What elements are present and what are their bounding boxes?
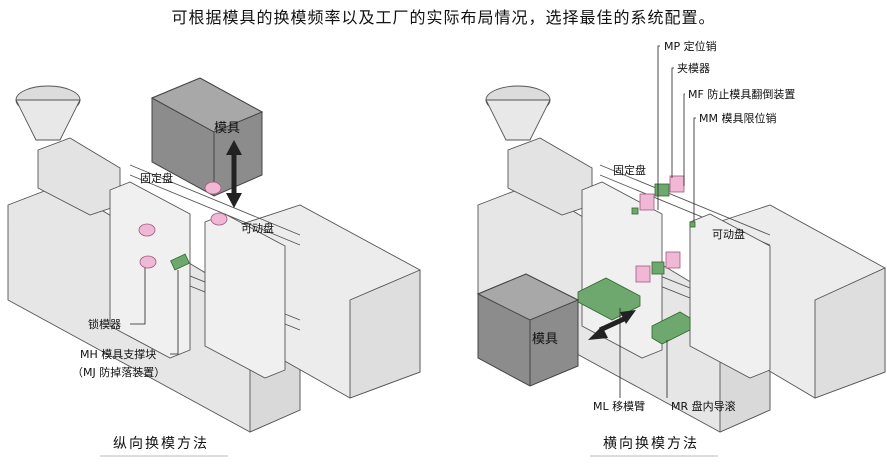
page-title: 可根据模具的换模频率以及工厂的实际布局情况，选择最佳的系统配置。	[171, 8, 716, 27]
clamp-marker	[665, 251, 681, 269]
die-label: 模具	[214, 121, 240, 136]
leader-line	[693, 117, 696, 222]
right-caption: 横向换模方法	[603, 435, 699, 452]
leader-line	[657, 45, 660, 210]
mp-label: MP 定位销	[664, 39, 717, 53]
clamp-marker	[139, 255, 157, 269]
mm-label: MM 模具限位销	[699, 111, 776, 125]
clamp-marker	[138, 223, 156, 237]
clamp-housing-side	[349, 269, 421, 399]
clamp-marker	[635, 265, 651, 283]
moving-platen	[689, 213, 771, 379]
clamp-housing-side	[814, 267, 886, 399]
die-top	[150, 77, 264, 133]
green-components	[577, 183, 696, 345]
clamp-label: 锁模器	[88, 317, 121, 331]
fixed-platen-label: 固定盘	[613, 163, 646, 177]
vertical-arrow	[226, 140, 242, 208]
die-label: 模具	[532, 332, 558, 347]
hopper-body	[485, 99, 551, 141]
leader-line	[671, 67, 674, 178]
clamp-marker	[210, 212, 228, 226]
clamp-markers	[635, 175, 685, 283]
mh-label: MH 模具支撑块	[80, 347, 156, 361]
tie-bar	[129, 164, 301, 236]
die-top	[476, 273, 580, 321]
mj-label: （MJ 防掉落装置）	[72, 365, 165, 379]
left-caption: 纵向换模方法	[113, 435, 209, 452]
moving-platen-label: 可动盘	[712, 227, 745, 241]
fixed-platen-label: 固定盘	[140, 171, 173, 185]
mr-label: MR 盘内导滚	[671, 399, 736, 413]
clamp-marker	[669, 175, 685, 193]
clamp-marker	[204, 181, 222, 195]
moving-platen	[204, 213, 286, 379]
clamp-label: 夹模器	[677, 62, 710, 75]
horizontal-arrow	[588, 310, 636, 340]
mm-stop-pin	[689, 221, 696, 228]
left-diagram: 模具 固定盘 可动盘 锁模器 MH 模具支撑块 （MJ 防掉落装置） 纵向换模方…	[7, 77, 421, 457]
mf-label: MF 防止模具翻倒装置	[688, 87, 795, 101]
mr-roller	[651, 311, 691, 345]
green-block	[651, 261, 665, 275]
mh-support-block	[170, 253, 190, 271]
mf-anti-tip	[654, 183, 670, 197]
clamp-marker	[639, 193, 655, 211]
tie-bar	[129, 174, 301, 246]
leader-line	[683, 93, 685, 186]
fixed-platen	[109, 181, 191, 359]
leader-line	[130, 268, 146, 325]
moving-platen-label: 可动盘	[241, 221, 274, 235]
hopper-body	[15, 99, 81, 141]
ml-label: ML 移模臂	[593, 400, 645, 413]
tie-bar	[599, 164, 771, 236]
leader-line	[170, 270, 179, 355]
right-diagram: MP 定位销 夹模器 MF 防止模具翻倒装置 MM 模具限位销 固定盘 可动盘 …	[476, 39, 886, 457]
mp-locating-pin	[631, 207, 639, 215]
clamp-markers	[138, 181, 228, 269]
